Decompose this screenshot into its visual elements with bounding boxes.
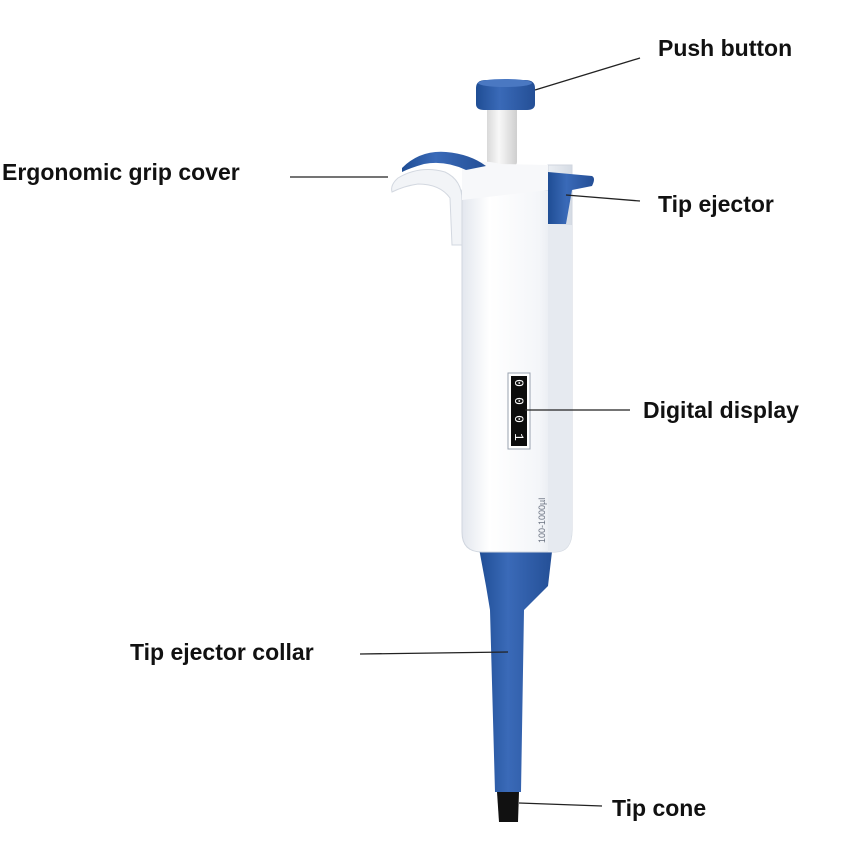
leader-line-tip-ejector [565,194,641,202]
plunger-stem [487,104,517,166]
leader-line-push-button [534,57,641,91]
tip-ejector-button [548,172,594,224]
label-tip-ejector: Tip ejector [658,191,774,217]
leader-line-tip-ejector-collar [359,651,509,655]
push-button [476,80,535,110]
display-digit-1: 0 [511,379,526,387]
display-digit-3: 0 [511,415,526,423]
label-tip-cone: Tip cone [612,795,707,821]
body-side-panel [548,225,572,552]
tip-ejector-collar [478,543,553,792]
push-button-top [478,79,532,87]
tip-cone [497,792,519,822]
display-digits: 0 0 0 1 [511,379,526,441]
label-push-button: Push button [658,35,793,61]
label-grip-cover: Ergonomic grip cover [2,159,240,185]
leader-line-tip-cone [518,802,603,807]
display-digit-2: 0 [511,397,526,405]
volume-range-text: 100-1000µl [537,498,547,543]
label-tip-ejector-collar: Tip ejector collar [130,639,314,665]
label-digital-display: Digital display [643,397,799,423]
grip-cover-blue [402,151,486,172]
grip-cover-hook [391,169,463,246]
display-window [511,376,527,446]
display-digit-4: 1 [511,433,526,441]
grip-cover-top [462,161,548,200]
